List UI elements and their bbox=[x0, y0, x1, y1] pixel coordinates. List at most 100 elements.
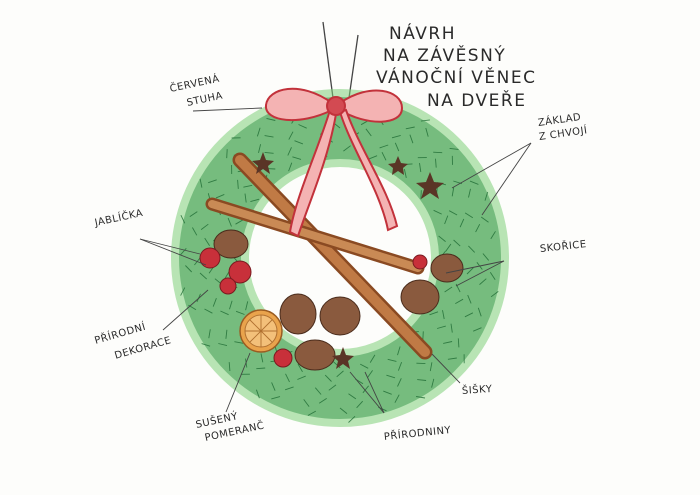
fir-needle bbox=[381, 152, 387, 161]
fir-needle bbox=[336, 370, 344, 378]
fir-needle bbox=[391, 134, 401, 139]
fir-needle bbox=[260, 353, 264, 363]
fir-needle bbox=[189, 211, 198, 217]
fir-needle bbox=[208, 329, 211, 339]
fir-needle bbox=[367, 370, 373, 378]
fir-needle bbox=[480, 216, 489, 223]
fir-needle bbox=[369, 354, 376, 363]
fir-needle bbox=[256, 127, 261, 137]
fir-needle bbox=[227, 217, 232, 227]
fir-needle bbox=[442, 310, 445, 320]
fir-needle bbox=[359, 363, 369, 369]
fir-needle bbox=[449, 147, 459, 150]
fir-needle bbox=[307, 410, 317, 416]
fir-needle bbox=[490, 231, 496, 240]
fir-needle bbox=[339, 407, 348, 414]
fir-needle bbox=[228, 362, 231, 372]
fir-needle bbox=[445, 243, 452, 252]
fir-needle bbox=[318, 398, 327, 404]
fir-needle bbox=[287, 147, 292, 156]
fir-needle bbox=[397, 361, 403, 371]
fir-needle bbox=[245, 301, 249, 311]
fir-needle bbox=[444, 215, 449, 225]
fir-needle bbox=[455, 298, 464, 304]
fir-needle bbox=[292, 156, 302, 160]
fir-needle bbox=[403, 169, 407, 178]
fir-needle bbox=[199, 178, 203, 188]
fir-needle bbox=[431, 378, 435, 388]
fir-needle bbox=[215, 193, 225, 199]
fir-needle bbox=[379, 144, 389, 149]
fir-needle bbox=[255, 389, 260, 399]
fir-needle bbox=[328, 384, 337, 391]
fir-needle bbox=[433, 151, 443, 154]
fir-needle bbox=[448, 210, 458, 216]
fir-needle bbox=[394, 394, 400, 403]
red-ribbon bbox=[264, 87, 404, 238]
fir-needle bbox=[185, 265, 193, 273]
fir-needle bbox=[479, 278, 487, 285]
fir-needle bbox=[490, 291, 499, 298]
fir-needle bbox=[425, 127, 429, 137]
fir-needle bbox=[218, 343, 228, 347]
fir-needle bbox=[450, 323, 453, 333]
star-anise bbox=[252, 152, 444, 369]
fir-needle bbox=[294, 140, 304, 145]
fir-needle bbox=[464, 212, 474, 219]
leader-lines bbox=[139, 107, 532, 414]
fir-needle bbox=[235, 310, 245, 315]
fir-needle bbox=[212, 298, 217, 307]
fir-needle bbox=[225, 329, 228, 339]
fir-needle bbox=[397, 378, 402, 387]
fir-needle bbox=[453, 239, 461, 247]
fir-needle bbox=[266, 117, 276, 121]
fir-needle bbox=[464, 312, 474, 318]
fir-needle bbox=[288, 131, 294, 140]
fir-needle bbox=[271, 382, 276, 391]
fir-needle bbox=[468, 245, 476, 253]
fir-needle bbox=[457, 338, 460, 348]
fir-needle bbox=[204, 237, 210, 246]
fir-needle bbox=[180, 215, 186, 224]
sketch-title-line-2: NA ZÁVĚSNÝ bbox=[383, 46, 507, 66]
fir-needle bbox=[179, 247, 187, 256]
fir-needle bbox=[192, 227, 198, 236]
fir-needle bbox=[484, 191, 489, 201]
fir-needle bbox=[237, 179, 239, 189]
fir-needle bbox=[482, 253, 490, 261]
fir-needle bbox=[264, 151, 274, 154]
fir-needle bbox=[298, 124, 307, 129]
cinnamon-sticks bbox=[205, 152, 433, 360]
fir-needle bbox=[419, 163, 422, 173]
fir-needle bbox=[409, 134, 414, 144]
fir-needle bbox=[201, 343, 211, 347]
fir-needle bbox=[416, 396, 426, 399]
fir-needle bbox=[362, 385, 369, 394]
fir-needle bbox=[405, 126, 415, 130]
fir-needle bbox=[303, 399, 310, 407]
fir-needle bbox=[429, 362, 433, 372]
fir-needle bbox=[466, 267, 474, 275]
hanging-strings bbox=[322, 21, 359, 99]
fir-needle bbox=[208, 179, 217, 184]
pine-cones bbox=[213, 229, 464, 371]
fir-needle bbox=[417, 379, 427, 381]
fir-needle bbox=[343, 145, 351, 152]
fir-needle bbox=[271, 396, 281, 400]
fir-needle bbox=[333, 361, 341, 369]
sketch-title-line-4: NA DVEŘE bbox=[427, 91, 527, 111]
fir-needle bbox=[386, 374, 396, 379]
fir-needle bbox=[229, 300, 233, 310]
fir-needle bbox=[234, 341, 244, 344]
apples bbox=[199, 247, 428, 368]
fir-needle bbox=[459, 218, 465, 228]
fir-needle bbox=[435, 158, 437, 168]
fir-needle bbox=[199, 272, 208, 280]
fir-needle bbox=[438, 235, 446, 242]
fir-needle bbox=[314, 387, 322, 395]
fir-needle bbox=[204, 308, 213, 314]
fir-needle bbox=[264, 135, 274, 138]
fir-needle bbox=[324, 374, 332, 382]
fir-needle bbox=[433, 209, 442, 215]
